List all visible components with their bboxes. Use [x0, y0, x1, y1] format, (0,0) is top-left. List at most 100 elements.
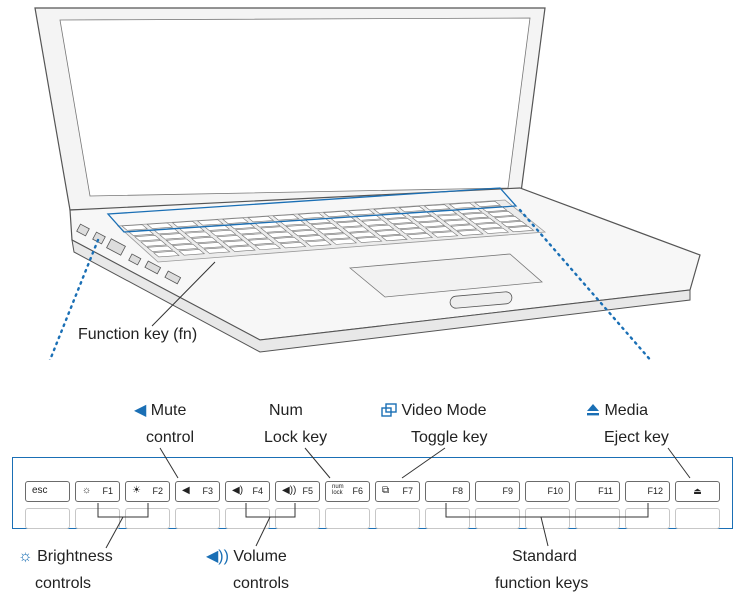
laptop-key	[279, 242, 307, 249]
laptop-key	[436, 214, 464, 221]
laptop-key	[171, 221, 199, 228]
laptop-key	[203, 247, 231, 254]
laptop-key	[487, 211, 515, 218]
eject-key-icon: ⏏	[693, 486, 702, 496]
laptop-key	[418, 221, 446, 228]
display-mirror-key-icon: ⧉	[382, 485, 390, 496]
laptop-key	[386, 217, 414, 224]
display-mirror-icon	[381, 403, 397, 417]
volume-up-icon: ◀))	[282, 485, 297, 496]
f7-key[interactable]: ⧉ F7	[375, 481, 420, 502]
lower-row-key	[325, 508, 370, 529]
eject-key[interactable]: ⏏	[675, 481, 720, 502]
eject-icon	[587, 404, 599, 416]
laptop-key	[355, 236, 383, 243]
laptop-key	[222, 217, 249, 224]
laptop-illustration	[34, 7, 701, 360]
sun-icon-large: ☀	[132, 485, 141, 496]
laptop-key	[361, 219, 389, 226]
laptop-key	[285, 224, 313, 231]
brightness-label: ☼ Brightness	[18, 548, 113, 565]
numlock-label-line1: Num	[269, 402, 303, 419]
laptop-key	[423, 204, 451, 211]
f5-key[interactable]: ◀)) F5	[275, 481, 320, 502]
mute-label-line2: control	[146, 429, 195, 446]
f2-key[interactable]: ☀ F2	[125, 481, 170, 502]
f12-key[interactable]: F12	[625, 481, 670, 502]
laptop-key	[323, 233, 351, 240]
f11-key[interactable]: F11	[575, 481, 620, 502]
laptop-key	[399, 228, 427, 235]
laptop-key	[266, 231, 294, 238]
lower-row-key	[25, 508, 70, 529]
standard-keys-label-line1: Standard	[512, 548, 577, 565]
laptop-key	[228, 245, 256, 252]
laptop-key	[507, 226, 535, 233]
lower-row-key	[575, 508, 620, 529]
f9-key[interactable]: F9	[475, 481, 520, 502]
laptop-key	[500, 221, 528, 228]
laptop-key	[330, 238, 358, 245]
lower-row-key	[225, 508, 270, 529]
laptop-key	[171, 243, 199, 251]
lower-row-key	[425, 508, 470, 529]
laptop-key	[272, 236, 300, 244]
laptop-key	[456, 229, 484, 236]
lower-row-key	[475, 508, 520, 529]
lower-row-key	[125, 508, 170, 529]
speaker-mute-icon: ◀	[134, 402, 147, 419]
media-eject-label-line2: Eject key	[604, 429, 669, 446]
laptop-key	[481, 227, 510, 234]
laptop-key	[178, 249, 206, 256]
laptop-key	[347, 209, 376, 216]
esc-key[interactable]: esc	[25, 481, 70, 502]
lower-row-key	[625, 508, 670, 529]
laptop-key	[234, 228, 262, 235]
laptop-key	[146, 222, 174, 229]
laptop-key	[398, 206, 426, 213]
laptop-key	[241, 233, 269, 240]
laptop-key	[222, 240, 250, 247]
f10-key[interactable]: F10	[525, 481, 570, 502]
laptop-key	[448, 202, 476, 209]
f1-key[interactable]: ☼ F1	[75, 481, 120, 502]
laptop-key	[196, 219, 224, 226]
laptop-key	[152, 250, 180, 258]
lower-row-key	[375, 508, 420, 529]
laptop-key	[443, 219, 471, 226]
laptop-key	[197, 242, 225, 249]
laptop-key	[392, 222, 420, 230]
f4-key[interactable]: ◀) F4	[225, 481, 270, 502]
laptop-key	[298, 235, 326, 242]
volume-down-icon: ◀)	[232, 485, 244, 496]
laptop-key	[405, 233, 434, 240]
laptop-key	[216, 235, 243, 242]
laptop-key	[317, 228, 345, 235]
video-mode-label-line2: Toggle key	[411, 429, 488, 446]
laptop-key	[304, 240, 332, 247]
laptop-key	[190, 236, 218, 244]
laptop-key	[121, 224, 149, 231]
laptop-key	[348, 231, 376, 238]
laptop-key	[335, 221, 363, 228]
laptop-key	[424, 226, 452, 233]
laptop-key	[473, 201, 502, 207]
lower-row-key	[175, 508, 220, 529]
f8-key[interactable]: F8	[425, 481, 470, 502]
laptop-key	[297, 212, 325, 219]
standard-keys-label-line2: function keys	[495, 575, 589, 592]
f3-key[interactable]: ◀ F3	[175, 481, 220, 502]
laptop-key	[140, 240, 168, 247]
laptop-key	[367, 224, 395, 231]
laptop-key	[209, 229, 237, 237]
laptop-key	[462, 212, 490, 219]
video-mode-label: Video Mode	[381, 401, 487, 420]
volume-label: ◀)) Volume	[206, 548, 287, 565]
lower-row-key	[525, 508, 570, 529]
speaker-mute-key-icon: ◀	[182, 485, 190, 496]
laptop-key	[247, 238, 275, 245]
laptop-key	[247, 216, 275, 223]
